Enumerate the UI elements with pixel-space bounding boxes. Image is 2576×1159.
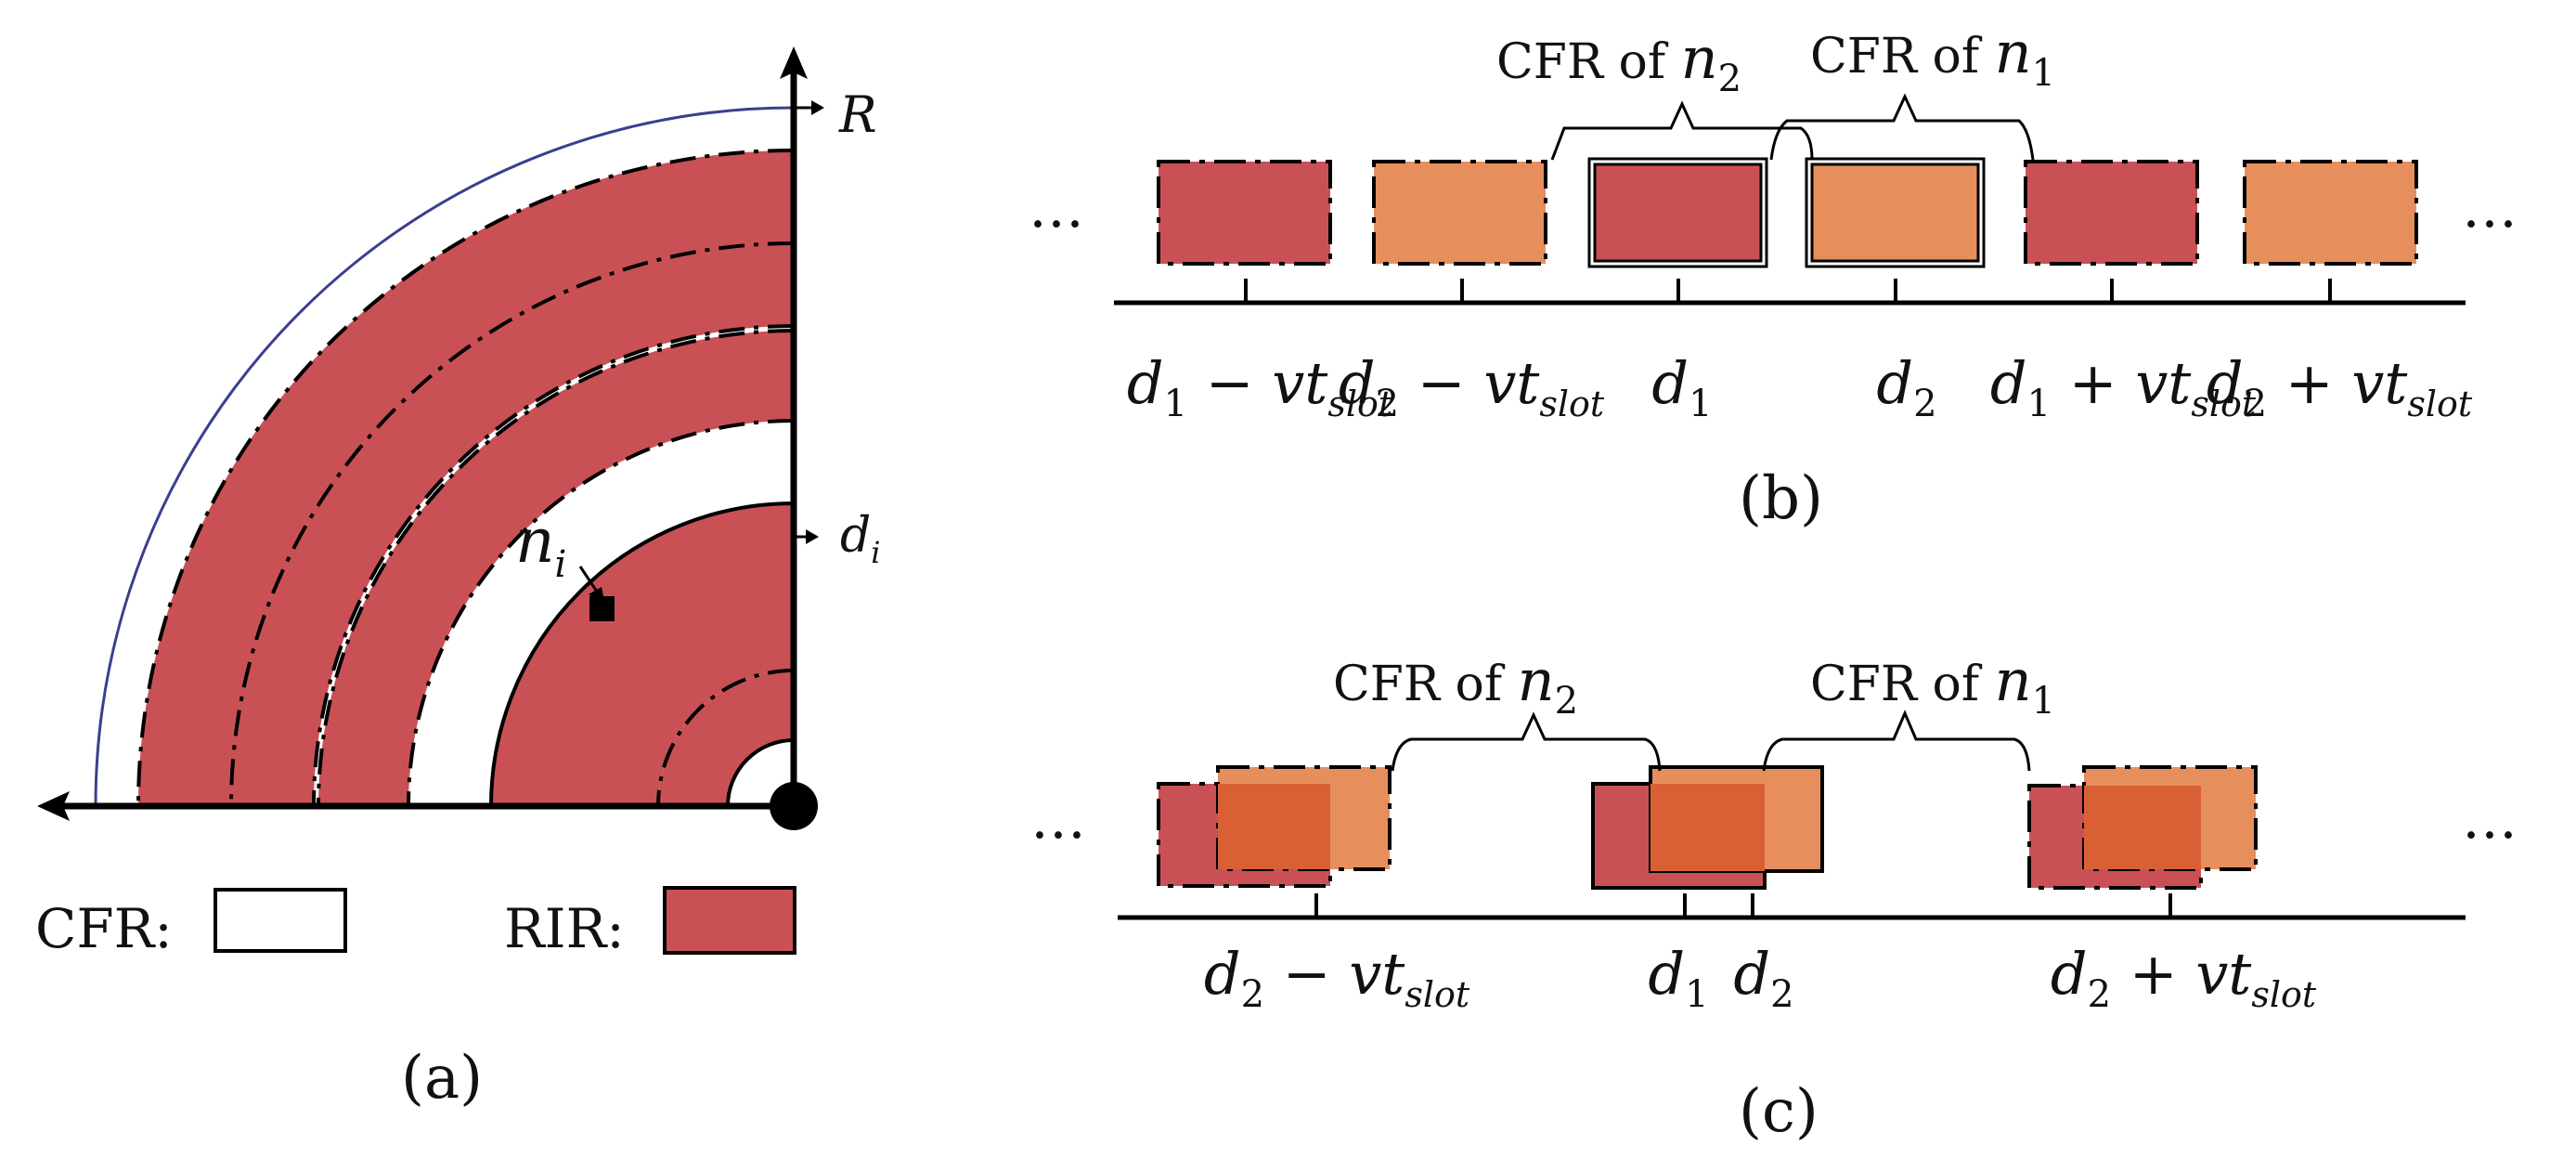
tick-label: d1	[1651, 349, 1712, 425]
legend-rir-label: RIR:	[504, 897, 625, 960]
tick-label: d1	[1648, 940, 1708, 1016]
tick-label: d2 + vtslot	[2207, 349, 2473, 425]
box-b-2	[1372, 160, 1547, 266]
caption-b: (b)	[1739, 464, 1823, 533]
caption-c: (c)	[1739, 1077, 1819, 1146]
tick-labels-c: d2 − vtslot d1 d2 d2 + vtslot	[1204, 940, 2317, 1016]
tick-label: d1 + vtslot	[1990, 349, 2257, 425]
boundary-arc	[229, 241, 795, 807]
box-c-3-overlap	[2084, 786, 2201, 869]
rir-band-4	[138, 150, 794, 806]
box-b-6	[2243, 160, 2418, 266]
brace-b-right	[1769, 93, 2035, 161]
legend-rir-swatch	[663, 886, 796, 955]
tick-label: d2	[1733, 940, 1793, 1016]
box-b-1	[1157, 160, 1332, 266]
box-b-3-inner	[1593, 163, 1763, 263]
brace-c-right-label: CFR of n1	[1810, 646, 2055, 723]
node-marker	[589, 596, 615, 621]
boundary-arc	[136, 149, 795, 807]
di-arrow-icon	[806, 529, 819, 544]
ellipsis-right-b: …	[2462, 176, 2518, 241]
tick-label: d1 − vtslot	[1127, 349, 1393, 425]
tick-label: d2	[1876, 349, 1936, 425]
box-c-2-overlap	[1650, 784, 1765, 871]
caption-a: (a)	[401, 1044, 483, 1113]
up-arrow-icon	[780, 46, 808, 79]
ellipsis-left-b: …	[1029, 176, 1084, 241]
legend-cfr-swatch	[214, 888, 347, 953]
brace-c-left	[1391, 711, 1662, 772]
rir-band-3	[318, 331, 794, 806]
boundary-arc	[317, 329, 795, 807]
box-c-1-overlap	[1218, 784, 1330, 869]
origin-dot	[770, 782, 818, 830]
ellipsis-left-c: …	[1030, 787, 1086, 852]
tick-label: d2 + vtslot	[2051, 940, 2317, 1016]
r-label: R	[838, 85, 877, 144]
node-pointer	[578, 566, 601, 595]
box-b-4-inner	[1810, 163, 1980, 263]
boundary-arc	[726, 738, 795, 807]
ellipsis-right-c: …	[2462, 787, 2518, 852]
brace-b-left	[1550, 100, 1814, 161]
brace-b-left-label: CFR of n2	[1496, 24, 1741, 100]
node-label: ni	[515, 505, 566, 586]
rir-band-1	[658, 671, 794, 806]
range-arc	[94, 106, 795, 807]
brace-c-left-label: CFR of n2	[1333, 646, 1578, 723]
brace-c-right	[1762, 710, 2031, 772]
di-label: di	[840, 508, 881, 570]
tick-label: d2 − vtslot	[1339, 349, 1605, 425]
r-arrow-icon	[811, 100, 824, 115]
box-b-4	[1805, 157, 1986, 268]
tick-label: d2 − vtslot	[1204, 940, 1470, 1016]
rir-band-2	[491, 503, 794, 806]
boundary-arc	[407, 419, 795, 807]
box-b-3	[1587, 157, 1768, 268]
boundary-arc	[312, 324, 795, 807]
brace-b-right-label: CFR of n1	[1810, 19, 2055, 95]
panel-a: R di ni CFR: RIR: (a)	[35, 46, 881, 1113]
boundary-arc	[656, 669, 795, 807]
box-b-5	[2024, 160, 2199, 266]
boundary-arc	[489, 501, 795, 807]
legend-cfr-label: CFR:	[35, 897, 173, 960]
left-arrow-icon	[37, 791, 70, 821]
